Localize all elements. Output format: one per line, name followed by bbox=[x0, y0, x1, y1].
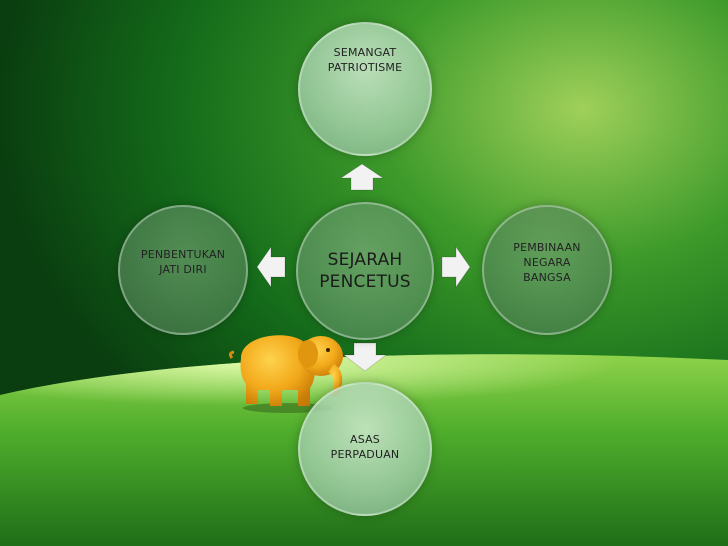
arrow-right-icon bbox=[441, 245, 471, 289]
node-bottom-label: ASAS PERPADUAN bbox=[330, 433, 400, 461]
node-top-label: SEMANGAT PATRIOTISME bbox=[327, 46, 403, 74]
node-center-label: SEJARAH PENCETUS bbox=[319, 250, 411, 292]
elephant-mascot-icon bbox=[228, 335, 343, 413]
node-center: SEJARAH PENCETUS bbox=[296, 202, 434, 340]
node-right: PEMBINAAN NEGARA BANGSA bbox=[482, 205, 612, 335]
node-top: SEMANGAT PATRIOTISME bbox=[298, 22, 432, 156]
node-left-label: PENBENTUKAN JATI DIRI bbox=[140, 248, 226, 276]
arrow-down-icon bbox=[342, 342, 388, 372]
arrow-up-icon bbox=[339, 163, 385, 191]
node-right-label: PEMBINAAN NEGARA BANGSA bbox=[513, 240, 581, 284]
node-bottom: ASAS PERPADUAN bbox=[298, 382, 432, 516]
node-left: PENBENTUKAN JATI DIRI bbox=[118, 205, 248, 335]
arrow-left-icon bbox=[256, 245, 286, 289]
